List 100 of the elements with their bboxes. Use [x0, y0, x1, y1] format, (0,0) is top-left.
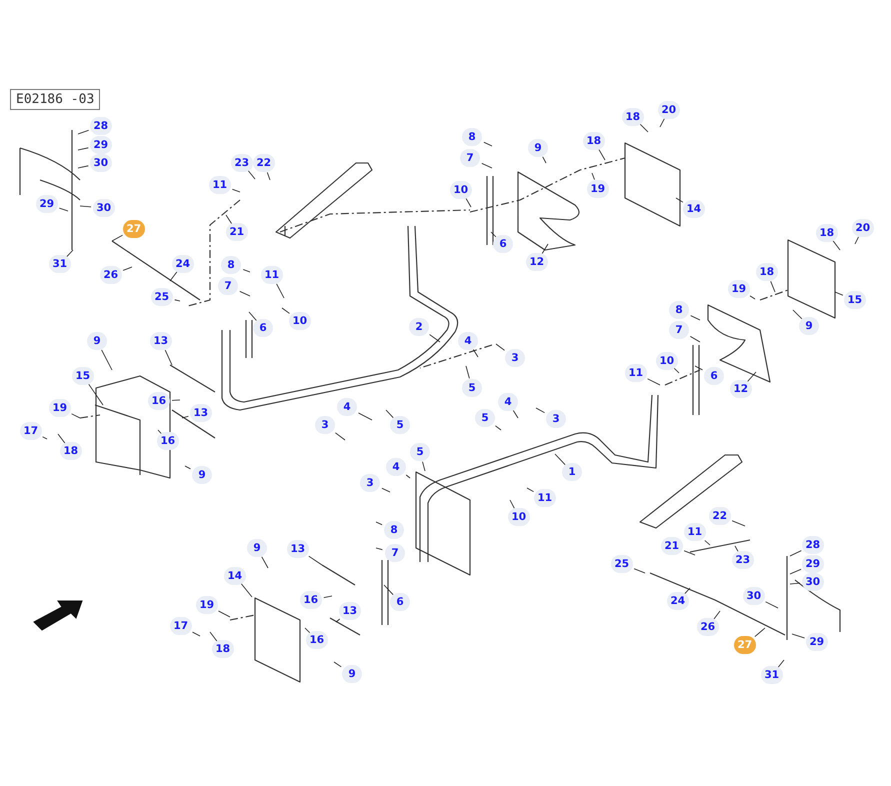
callout-number: 10 — [288, 312, 312, 330]
callout-number: 5 — [475, 409, 495, 427]
callout-number: 5 — [410, 443, 430, 461]
leader-line — [832, 240, 840, 250]
callout-number: 24 — [666, 592, 690, 610]
leader-line — [58, 208, 68, 212]
callout-number: 16 — [306, 631, 328, 649]
callout-number: 2 — [409, 318, 429, 336]
leader-line — [226, 214, 232, 224]
leader-line — [66, 250, 74, 258]
callout-number: 30 — [742, 587, 766, 605]
callout-number: 7 — [669, 321, 689, 339]
leader-line — [660, 118, 665, 128]
leader-line — [490, 232, 496, 238]
callout-number: 19 — [48, 399, 72, 417]
callout-number: 25 — [150, 288, 174, 306]
leader-line — [674, 368, 680, 374]
leader-line — [598, 149, 606, 160]
callout-number: 14 — [224, 567, 246, 585]
callout-number: 15 — [844, 291, 866, 309]
callout-number: 27 — [734, 636, 756, 654]
callout-number: 25 — [610, 555, 634, 573]
leader-line — [466, 198, 472, 208]
leader-line — [172, 400, 180, 401]
callout-number: 23 — [732, 551, 754, 569]
callout-number: 8 — [462, 128, 482, 146]
leader-line — [554, 454, 566, 466]
callout-number: 9 — [87, 332, 107, 350]
callout-number: 24 — [172, 255, 194, 273]
callout-number: 18 — [212, 640, 234, 658]
leader-line — [184, 466, 191, 470]
callout-number: 13 — [190, 404, 212, 422]
callout-number: 27 — [122, 220, 146, 238]
leader-line — [239, 291, 250, 296]
callout-number: 11 — [684, 523, 706, 541]
leader-line — [386, 410, 394, 418]
leader-line — [542, 244, 548, 254]
callout-number: 19 — [586, 180, 610, 198]
leader-line — [112, 234, 123, 242]
leader-line — [240, 583, 252, 598]
callout-number: 6 — [253, 319, 273, 337]
leader-line — [261, 556, 268, 568]
callout-number: 13 — [338, 602, 362, 620]
callout-number: 29 — [806, 633, 828, 651]
leader-line — [792, 310, 802, 320]
leader-line — [304, 628, 310, 634]
callout-number: 9 — [192, 466, 212, 484]
callout-number: 12 — [730, 380, 752, 398]
callout-number: 1 — [562, 463, 582, 481]
callout-number: 11 — [208, 176, 232, 194]
leader-line — [765, 601, 778, 608]
leader-line — [170, 272, 178, 282]
leader-line — [78, 130, 90, 134]
leader-line — [466, 366, 470, 379]
leader-line — [164, 350, 172, 366]
leader-line — [790, 550, 802, 556]
leader-line — [481, 163, 492, 168]
callout-number: 12 — [526, 253, 548, 271]
leader-line — [210, 632, 218, 642]
leader-line — [71, 413, 80, 418]
callout-number: 29 — [36, 195, 58, 213]
callout-number: 8 — [669, 301, 689, 319]
leader-line — [750, 296, 756, 300]
callout-number: 14 — [682, 200, 706, 218]
leader-line — [714, 610, 720, 620]
callout-number: 11 — [534, 489, 556, 507]
leader-line — [336, 618, 340, 622]
leader-line — [512, 410, 518, 418]
leader-line — [792, 634, 805, 638]
callout-number: 3 — [505, 349, 525, 367]
leader-line — [676, 198, 684, 203]
callout-number: 21 — [226, 223, 248, 241]
callout-number: 18 — [816, 224, 838, 242]
callout-number: 17 — [170, 617, 192, 635]
leader-line — [704, 540, 710, 546]
leader-line — [472, 349, 478, 358]
leader-line — [754, 628, 766, 637]
leader-line — [790, 582, 800, 584]
callout-number: 10 — [508, 508, 530, 526]
leader-line — [266, 172, 270, 180]
leader-line — [536, 408, 545, 414]
callout-number: 8 — [221, 256, 241, 274]
leader-line — [854, 236, 859, 244]
leader-line — [42, 436, 48, 440]
leader-line — [690, 336, 700, 342]
callout-number: 13 — [150, 332, 172, 350]
callout-number: 20 — [852, 219, 874, 237]
leader-line — [58, 434, 66, 444]
callout-number: 3 — [315, 416, 335, 434]
leader-line — [323, 596, 332, 598]
callout-number: 7 — [385, 544, 405, 562]
leader-line — [592, 172, 595, 180]
callout-number: 9 — [799, 317, 819, 335]
leader-line — [770, 280, 776, 292]
callout-number: 15 — [72, 367, 94, 385]
callout-number: 31 — [48, 255, 72, 273]
callout-number: 6 — [704, 367, 724, 385]
callout-number: 16 — [156, 432, 180, 450]
callout-number: 6 — [493, 235, 513, 253]
callout-number: 16 — [148, 392, 170, 410]
